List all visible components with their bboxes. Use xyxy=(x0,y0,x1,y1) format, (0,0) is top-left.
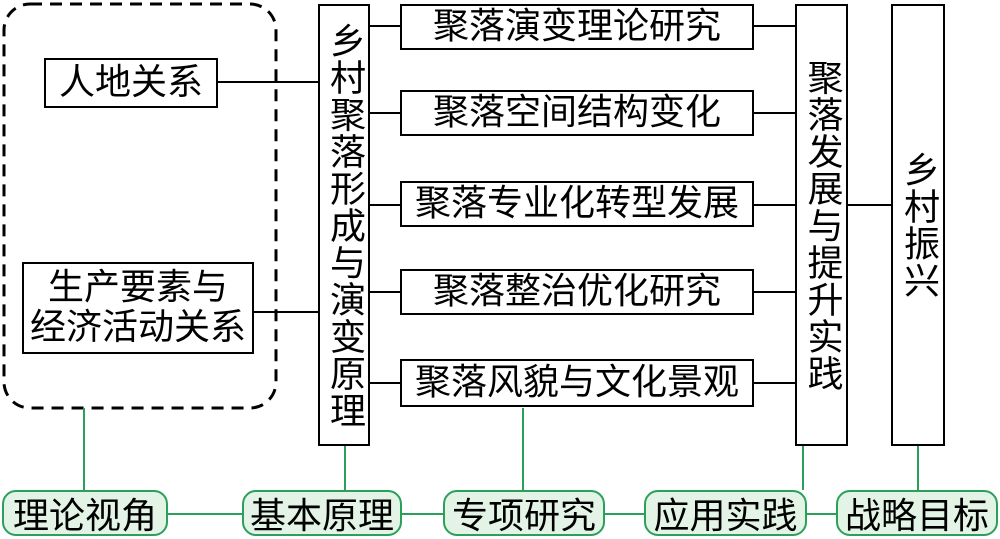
study-label-5: 聚落风貌与文化景观 xyxy=(414,362,739,404)
renzhi-relation-label: 人地关系 xyxy=(58,62,203,104)
study-box-5: 聚落风貌与文化景观 xyxy=(400,359,754,407)
study-label-1: 聚落演变理论研究 xyxy=(432,6,721,48)
stage-label-2: 基本原理 xyxy=(249,496,394,537)
stage-label-3: 专项研究 xyxy=(451,496,596,537)
stage-special-study: 专项研究 xyxy=(443,490,605,537)
stage-strategic-goal: 战略目标 xyxy=(836,490,998,537)
stage-theory-perspective: 理论视角 xyxy=(2,490,168,537)
study-box-4: 聚落整治优化研究 xyxy=(400,269,754,315)
production-factors-line1: 生产要素与 xyxy=(47,267,228,309)
stage-basic-principle: 基本原理 xyxy=(242,490,402,537)
production-factors-line2: 经济活动关系 xyxy=(29,307,246,348)
stage-label-4: 应用实践 xyxy=(653,496,798,537)
goal-label: 乡村振兴 xyxy=(898,151,939,299)
stage-applied-practice: 应用实践 xyxy=(644,490,807,537)
study-label-4: 聚落整治优化研究 xyxy=(432,271,721,313)
renzhi-relation-box: 人地关系 xyxy=(44,58,218,108)
study-box-3: 聚落专业化转型发展 xyxy=(400,181,754,227)
production-factors-box: 生产要素与 经济活动关系 xyxy=(22,262,254,354)
study-box-2: 聚落空间结构变化 xyxy=(400,90,754,136)
practice-box: 聚落发展与提升实践 xyxy=(795,4,848,446)
practice-label: 聚落发展与提升实践 xyxy=(801,58,843,392)
study-box-1: 聚落演变理论研究 xyxy=(400,4,754,50)
principle-box: 乡村聚落形成与演变原理 xyxy=(318,4,370,446)
stage-label-1: 理论视角 xyxy=(12,496,157,537)
theory-dashed-group xyxy=(2,2,278,410)
stage-label-5: 战略目标 xyxy=(844,496,989,537)
principle-label: 乡村聚落形成与演变原理 xyxy=(324,21,365,429)
goal-box: 乡村振兴 xyxy=(891,4,945,446)
study-label-3: 聚落专业化转型发展 xyxy=(414,183,739,225)
study-label-2: 聚落空间结构变化 xyxy=(432,92,721,134)
